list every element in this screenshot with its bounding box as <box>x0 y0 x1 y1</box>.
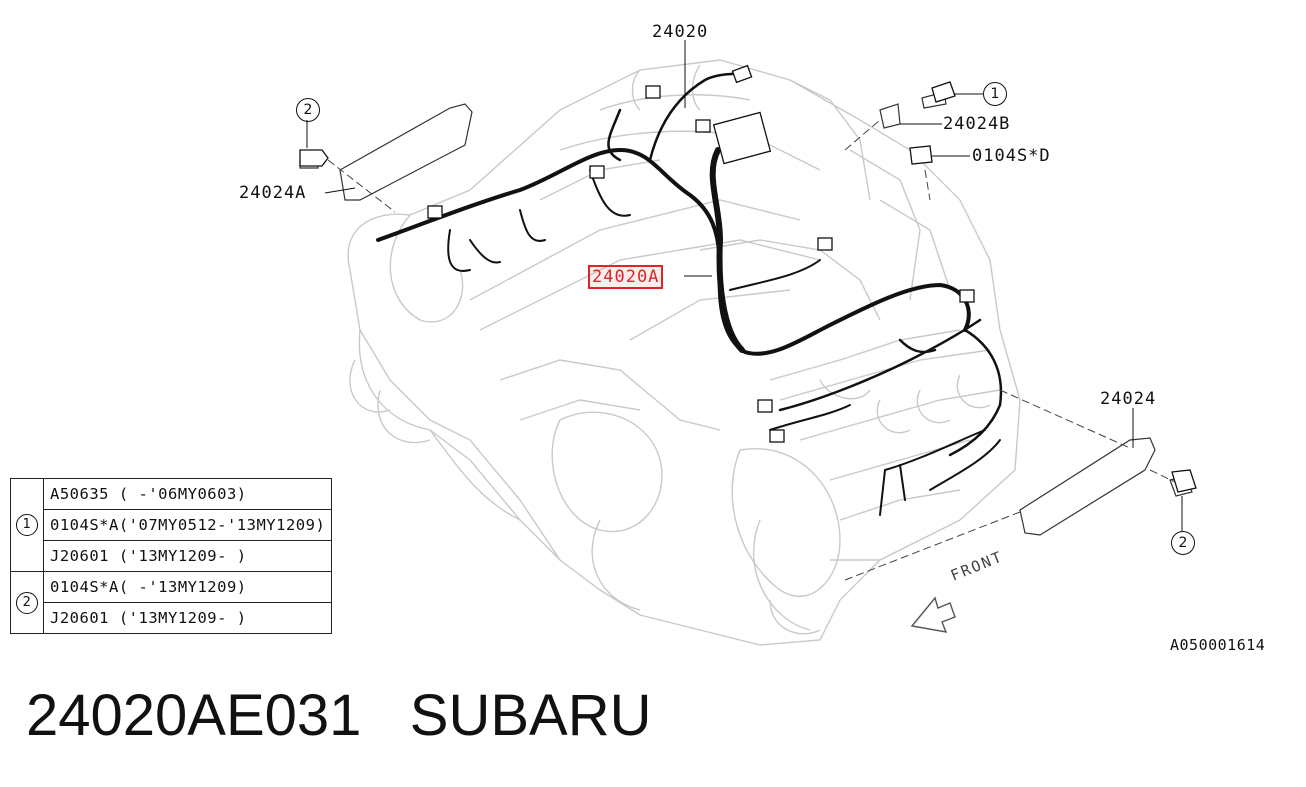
legend-cell[interactable]: 0104S*A('07MY0512-'13MY1209) <box>42 509 333 541</box>
callout-circle-2-left: 2 <box>296 98 320 122</box>
legend-row: 1 A50635 ( -'06MY0603) <box>10 478 333 572</box>
front-arrow <box>910 596 956 633</box>
bolts <box>299 81 1197 493</box>
connectors <box>427 64 975 443</box>
callout-circle-2-right: 2 <box>1171 531 1195 555</box>
label-harness-24020[interactable]: 24020 <box>652 22 709 42</box>
part-number-title: 24020AE031 SUBARU <box>26 683 652 748</box>
legend-key-1-circle: 1 <box>16 514 38 536</box>
legend-key-2: 2 <box>10 571 44 634</box>
label-harness-24020a-highlighted[interactable]: 24020A <box>588 265 664 289</box>
legend-key-1: 1 <box>10 478 44 572</box>
legend-row: J20601 ('13MY1209- ) <box>11 540 333 572</box>
figure-code: A050001614 <box>1170 636 1266 654</box>
legend-row: 0104S*A('07MY0512-'13MY1209) <box>11 509 333 541</box>
bracket-parts <box>299 91 1193 536</box>
label-bracket-24024a[interactable]: 24024A <box>239 183 307 203</box>
legend-cell[interactable]: A50635 ( -'06MY0603) <box>42 478 333 510</box>
label-bracket-24024[interactable]: 24024 <box>1100 389 1157 409</box>
reference-lines <box>327 119 1176 581</box>
legend-cell[interactable]: J20601 ('13MY1209- ) <box>42 602 333 634</box>
legend-cell[interactable]: 0104S*A( -'13MY1209) <box>42 571 333 603</box>
legend-cell[interactable]: J20601 ('13MY1209- ) <box>42 540 333 572</box>
label-bracket-24024b[interactable]: 24024B <box>943 114 1011 134</box>
legend-row: J20601 ('13MY1209- ) <box>11 602 333 634</box>
label-bolt-0104s-d[interactable]: 0104S*D <box>972 146 1051 166</box>
fastener-legend-table: 1 A50635 ( -'06MY0603) 0104S*A('07MY0512… <box>10 478 333 634</box>
legend-row: 2 0104S*A( -'13MY1209) <box>10 571 333 634</box>
leader-lines <box>306 40 1183 532</box>
wiring-harness <box>376 70 1003 516</box>
legend-key-2-circle: 2 <box>16 591 38 614</box>
callout-circle-1: 1 <box>983 82 1007 106</box>
